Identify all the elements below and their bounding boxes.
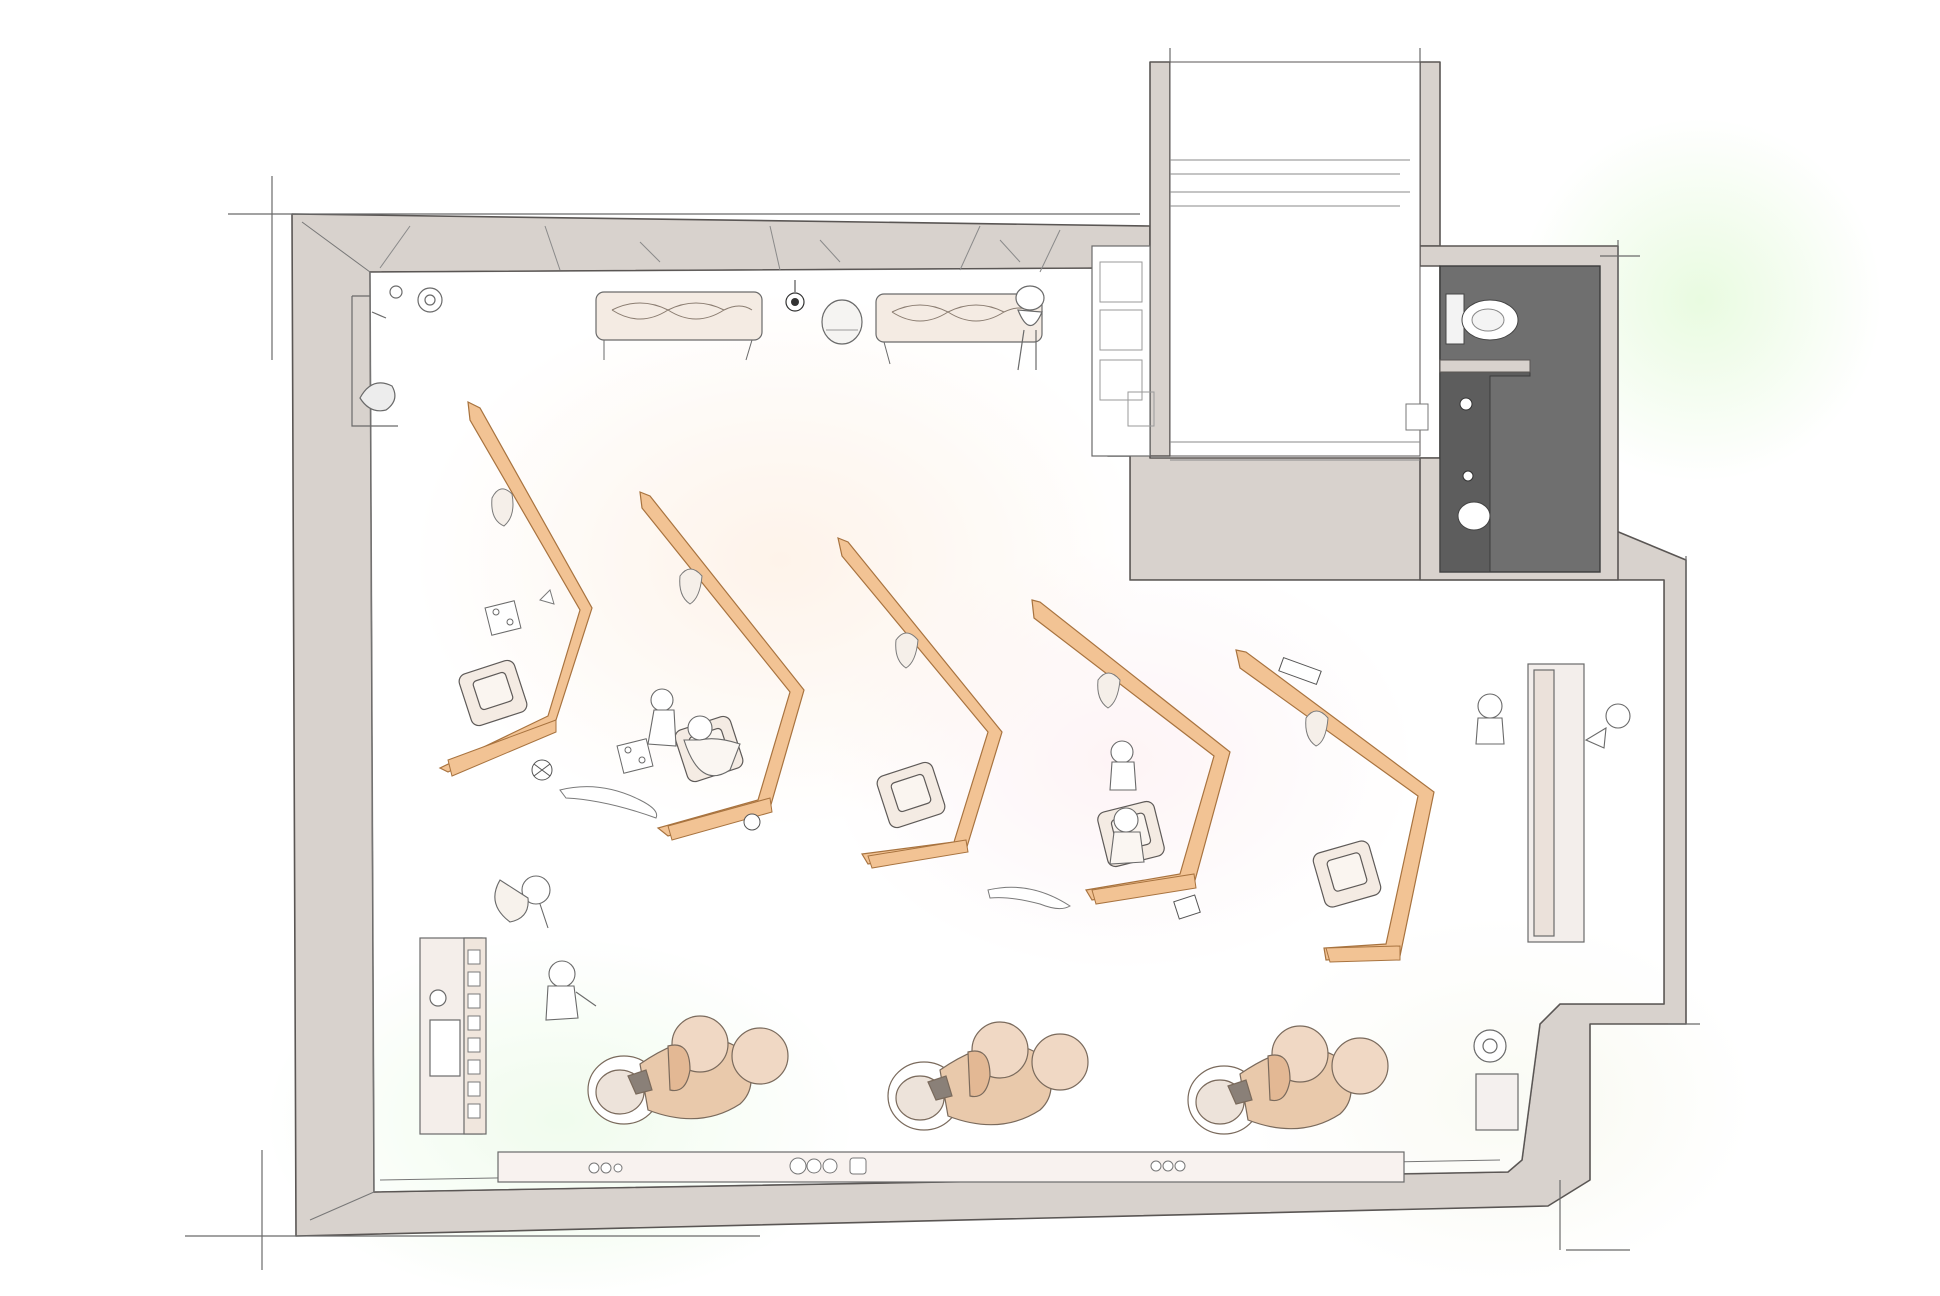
booth-partition-4: [1031, 599, 1231, 920]
storage-cabinet: [1473, 1029, 1519, 1131]
tool-trolleys: [484, 600, 654, 774]
reception-counter: [1527, 663, 1585, 943]
styling-chair-3: [876, 761, 946, 829]
dispensary-shelf: [419, 937, 487, 1135]
shampoo-station-1: [587, 1015, 789, 1125]
floor-mats: [559, 786, 1071, 910]
styling-chair-5: [1312, 840, 1382, 908]
coat-rack: [351, 285, 443, 427]
booth-partition-5: [1235, 649, 1435, 963]
booth-partition-2: [639, 491, 805, 841]
booth-partition-1: [438, 400, 593, 781]
entrance-corridor: [1091, 61, 1421, 461]
wash-basin-icon: [1457, 397, 1491, 531]
stylist-person-icon: [647, 688, 677, 747]
back-counter: [497, 1151, 1405, 1183]
floor-lamp-icon: [785, 280, 805, 312]
styling-booths: [438, 400, 1435, 963]
partition-accessories: [491, 488, 1329, 747]
people-at-booths: [494, 688, 1631, 1021]
standing-person-icon: [545, 960, 597, 1021]
shampoo-station-2: [887, 1021, 1089, 1131]
customer-person-icon: [683, 715, 741, 777]
seated-person-icon: [1015, 285, 1045, 371]
shampoo-station-3: [1187, 1025, 1389, 1135]
front-windows: [379, 225, 1061, 273]
customer-person-icon: [1109, 807, 1145, 865]
side-table: [821, 299, 863, 345]
styling-chair-1: [458, 659, 528, 727]
walking-person-icon: [494, 875, 551, 929]
shampoo-stations: [587, 1015, 1389, 1135]
visitor-person-icon: [1584, 703, 1631, 749]
waiting-sofa-right: [875, 293, 1043, 365]
waiting-sofa-left: [595, 291, 763, 361]
receptionist-person-icon: [1475, 693, 1505, 745]
restroom: [1405, 265, 1601, 573]
toilet-icon: [1445, 293, 1519, 345]
stylist-person-icon: [1109, 740, 1137, 791]
